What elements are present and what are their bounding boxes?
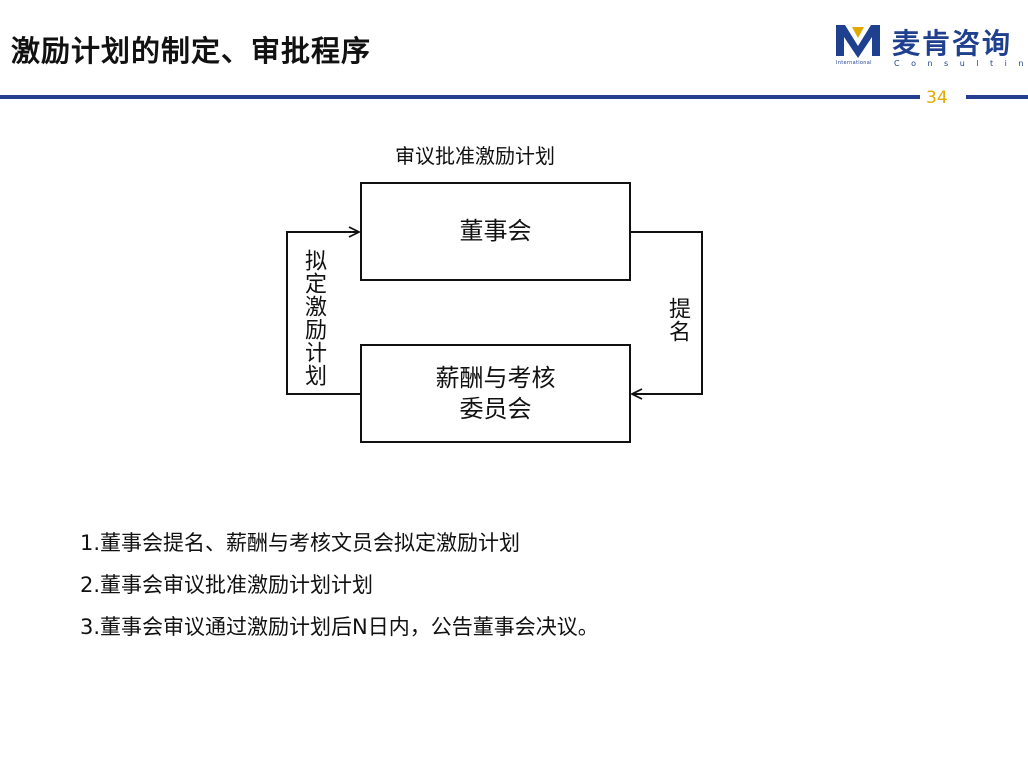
logo-international-text: International: [836, 60, 872, 66]
procedure-note-1: 1.董事会提名、薪酬与考核文员会拟定激励计划: [80, 531, 521, 555]
draft-plan-label: 拟定激励计划: [301, 249, 326, 387]
draft-plan-arrow: [286, 232, 360, 395]
logo-consulting-text: Consulting: [894, 59, 1028, 68]
consulting-logo: 麦肯咨询 International Consulting: [834, 22, 1028, 68]
compensation-committee-node: 薪酬与考核 委员会: [360, 344, 631, 443]
diagram-caption: 审议批准激励计划: [395, 144, 555, 168]
page-number: 34: [926, 88, 948, 108]
board-node-label: 董事会: [459, 217, 532, 245]
board-node: 董事会: [360, 182, 631, 281]
committee-label-line-1: 薪酬与考核: [435, 363, 556, 392]
nominate-arrow: [631, 231, 703, 394]
procedure-notes: 1.董事会提名、薪酬与考核文员会拟定激励计划 2.董事会审议批准激励计划计划 3…: [80, 522, 599, 648]
page-title: 激励计划的制定、审批程序: [11, 34, 372, 68]
procedure-note-3: 3.董事会审议通过激励计划后N日内，公告董事会决议。: [80, 615, 599, 639]
committee-label-line-2: 委员会: [459, 394, 532, 423]
logo-chinese-name: 麦肯咨询: [892, 27, 1013, 60]
procedure-note-2: 2.董事会审议批准激励计划计划: [80, 573, 374, 597]
header-rule-left: [0, 95, 920, 99]
header-rule-right: [966, 95, 1028, 99]
nominate-label: 提名: [665, 297, 690, 343]
m-logo-icon: [836, 25, 880, 58]
